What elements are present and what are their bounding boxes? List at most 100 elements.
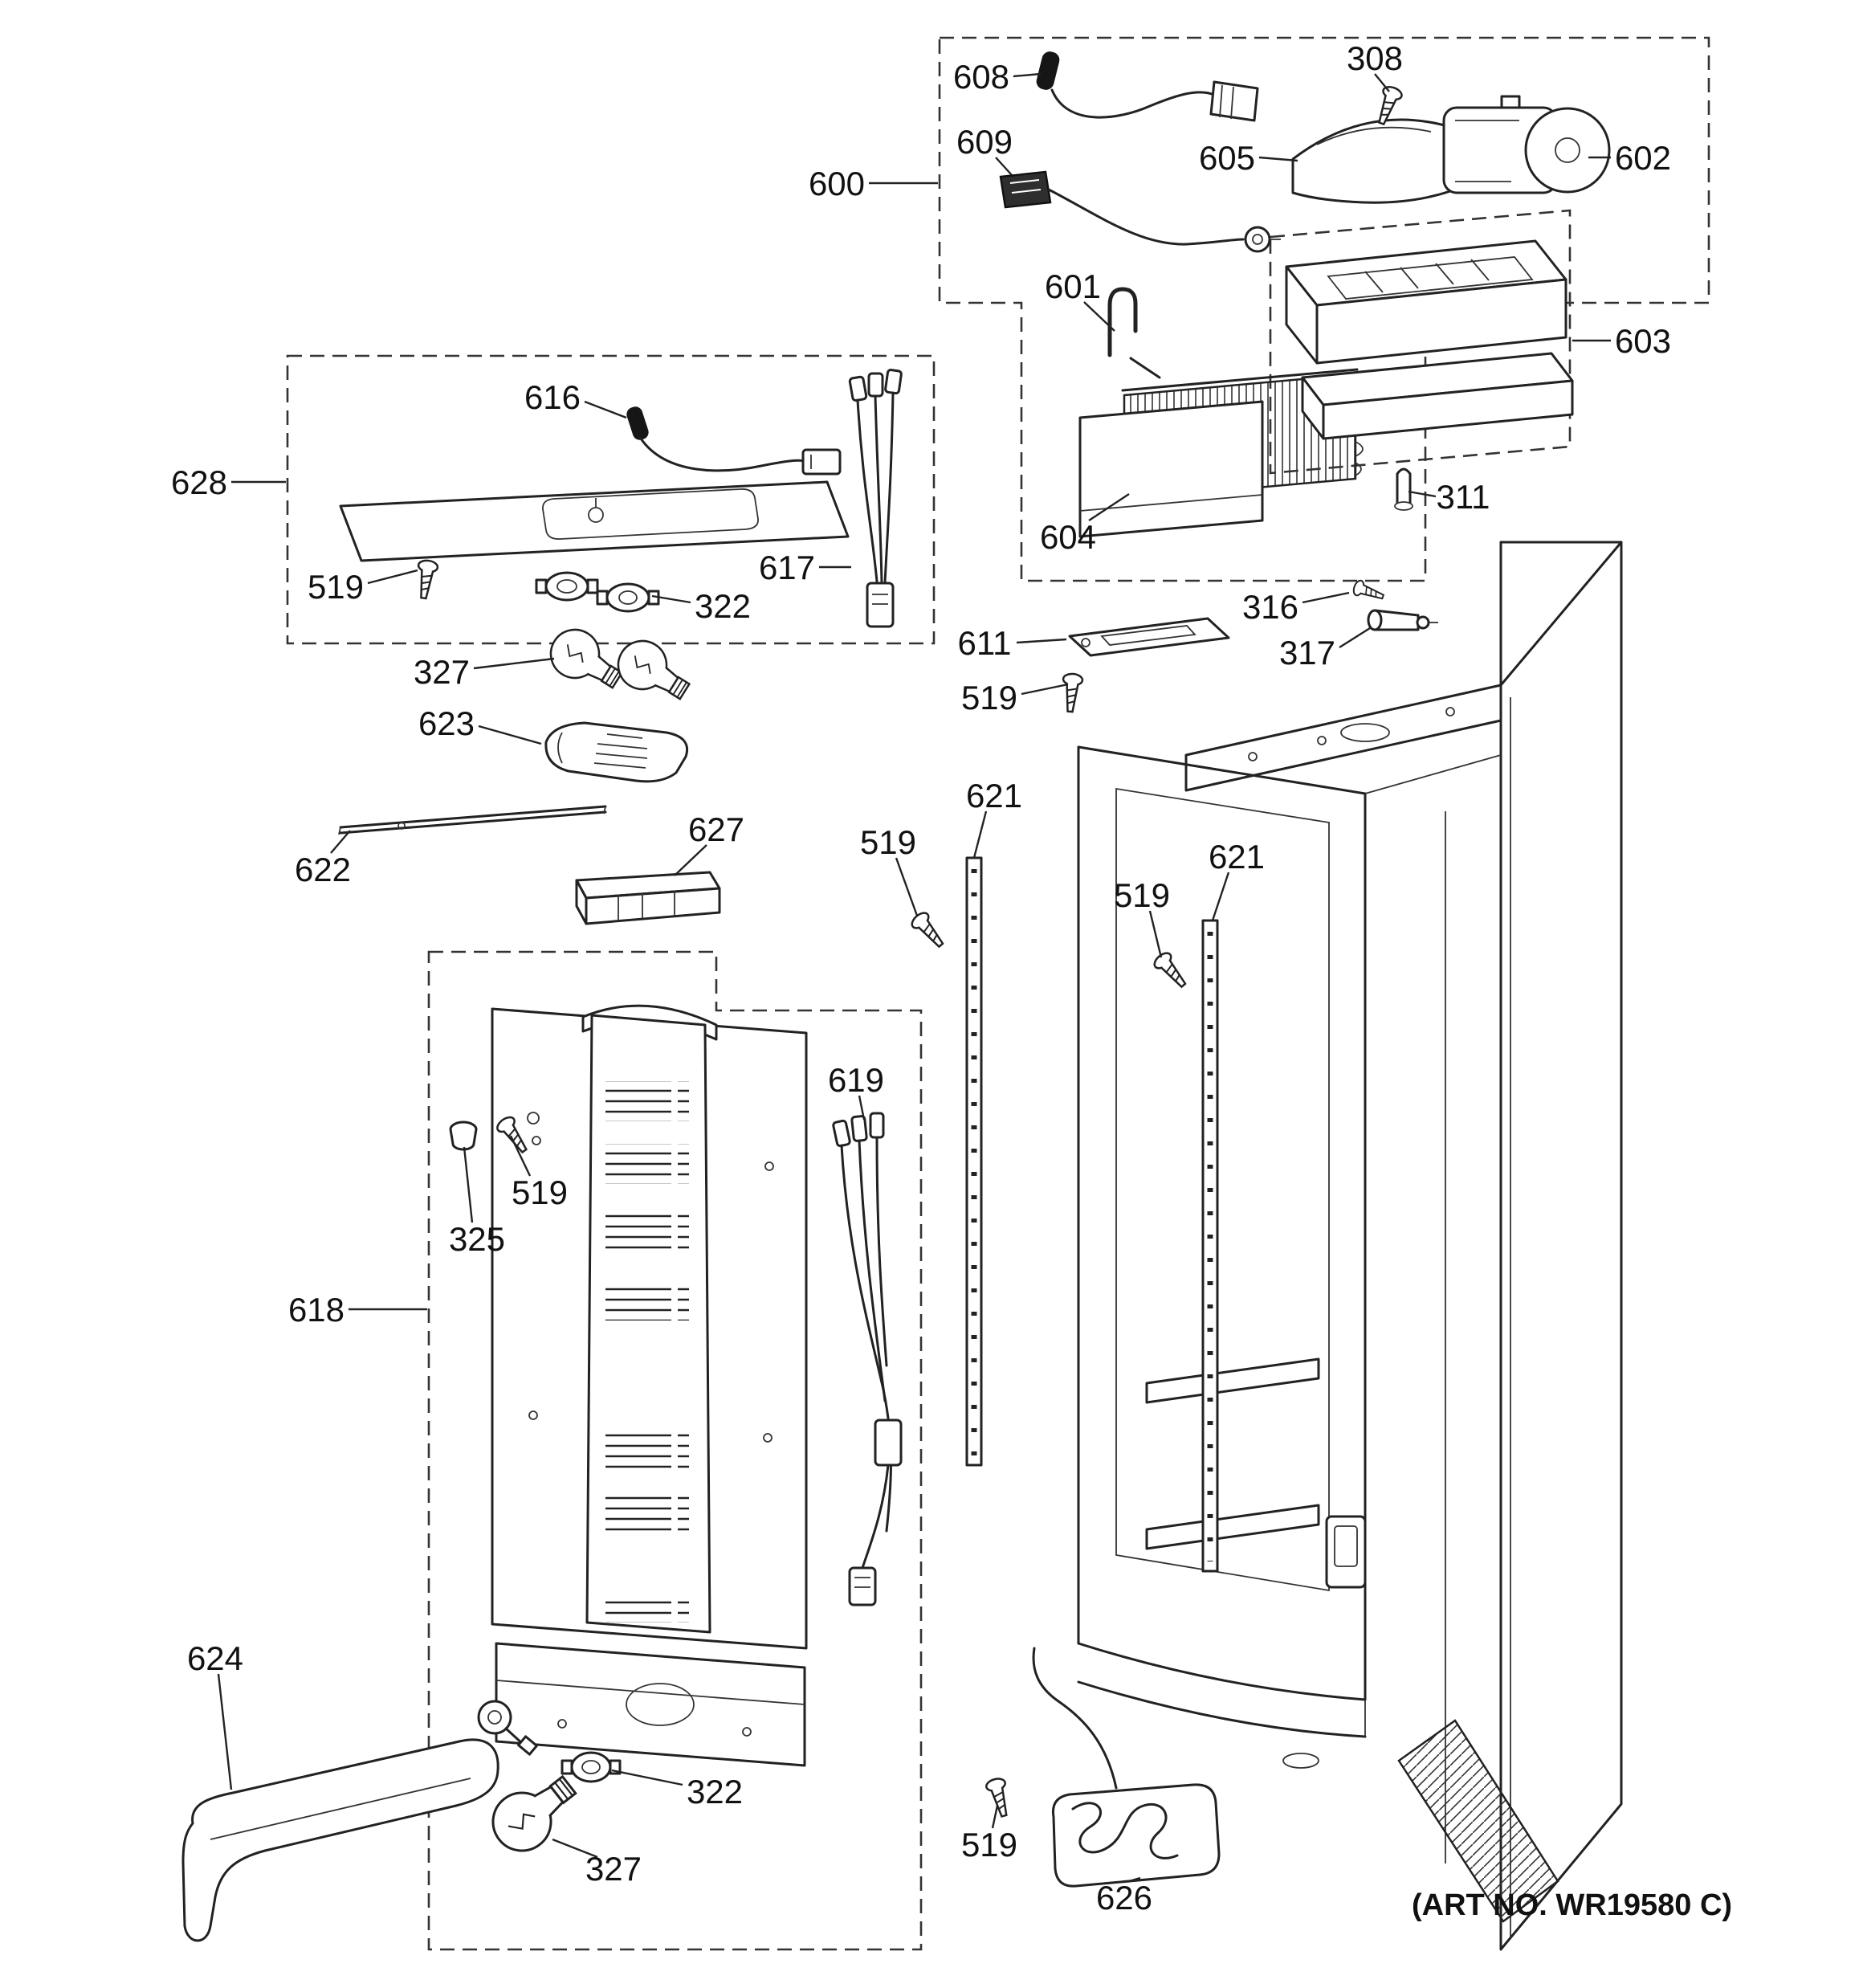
callout-519: 519: [1114, 876, 1170, 914]
leader-line-601: [1083, 301, 1115, 332]
leader-line-519: [895, 857, 919, 916]
callout-600: 600: [809, 165, 865, 202]
part-317-fitting: [1367, 609, 1438, 631]
callout-624: 624: [187, 1639, 243, 1677]
group-box-600: [938, 36, 1710, 582]
callout-623: 623: [418, 704, 475, 742]
part-603-ice-bin: [1285, 239, 1574, 440]
callout-611: 611: [958, 624, 1012, 662]
leader-line-325: [463, 1146, 474, 1223]
callout-311: 311: [1437, 478, 1490, 516]
leader-line-608: [1013, 72, 1042, 78]
part-311-clip: [1394, 467, 1413, 511]
part-322-lamp-sockets-upper: [535, 571, 660, 613]
leader-line-627: [674, 844, 707, 876]
callout-322: 322: [695, 587, 751, 625]
screw-519-f: [984, 1775, 1015, 1819]
shelf-rail-upper: [1145, 1357, 1320, 1404]
callout-622: 622: [295, 851, 351, 888]
leader-line-624: [217, 1673, 233, 1790]
callout-619: 619: [828, 1061, 884, 1099]
group-box-618: [427, 950, 923, 1951]
callout-322: 322: [687, 1773, 743, 1810]
leader-line-621: [972, 810, 988, 859]
leader-line-519: [509, 1135, 532, 1177]
screw-519-d: [1151, 949, 1192, 993]
leader-line-626: [1128, 1876, 1141, 1883]
callout-316: 316: [1242, 588, 1298, 626]
part-622-tube: [338, 805, 607, 835]
part-623-lamp-grille: [544, 721, 688, 783]
leader-line-311: [1408, 490, 1437, 498]
callout-604: 604: [1040, 518, 1096, 556]
leader-line-616: [584, 400, 627, 419]
leader-line-622: [330, 830, 351, 854]
part-628-light-shield: [339, 480, 850, 562]
leader-line-322: [651, 594, 691, 604]
callout-519: 519: [308, 568, 364, 606]
callout-519: 519: [860, 823, 916, 861]
callout-327: 327: [585, 1850, 642, 1888]
callout-626: 626: [1096, 1879, 1152, 1917]
part-602-icemaker-motor: [1442, 95, 1611, 194]
part-621-rail-left: [965, 856, 983, 1467]
leader-line-519: [367, 569, 418, 585]
callout-618: 618: [288, 1291, 344, 1329]
part-619-wire-harness: [832, 1112, 903, 1606]
washer: [527, 1112, 540, 1125]
callout-609: 609: [956, 123, 1013, 161]
callout-325: 325: [449, 1220, 505, 1258]
leader-line-308: [1374, 73, 1390, 92]
interior-module: [1325, 1515, 1367, 1589]
compressor-hatch: [1397, 1719, 1559, 1923]
group-box-628: [286, 354, 936, 645]
screw-519-c: [908, 908, 950, 953]
callout-605: 605: [1199, 139, 1255, 177]
part-325-cap: [449, 1121, 478, 1151]
screw-519-b: [1059, 672, 1084, 714]
part-601-fill-tube: [1107, 287, 1138, 357]
bulb-327-upper-a: [540, 619, 631, 702]
callout-519: 519: [512, 1174, 568, 1211]
leader-line-621: [1211, 872, 1230, 921]
part-626-drain-heater: [1032, 1647, 1221, 1888]
callout-519: 519: [961, 679, 1017, 716]
leader-line-322: [611, 1769, 683, 1786]
leader-line-327: [552, 1838, 598, 1859]
shelf-rail-lower: [1145, 1504, 1320, 1550]
callout-621: 621: [1209, 838, 1265, 876]
part-621-rail-right: [1201, 919, 1219, 1573]
callout-603: 603: [1615, 322, 1671, 360]
leader-line-317: [1339, 627, 1371, 649]
callout-601: 601: [1045, 267, 1101, 305]
cover-bottom-bracket: [495, 1642, 806, 1767]
leader-line-604: [1088, 492, 1130, 522]
leader-line-519: [991, 1805, 999, 1829]
screw-316: [1351, 578, 1387, 605]
part-609-power-cord: [999, 170, 1281, 253]
callout-621: 621: [966, 777, 1022, 814]
leader-line-609: [995, 157, 1013, 176]
callout-608: 608: [953, 58, 1009, 96]
leader-line-619: [858, 1095, 866, 1121]
callout-616: 616: [524, 378, 581, 416]
callout-327: 327: [414, 653, 470, 691]
screw-519-a: [413, 558, 440, 601]
part-322-lamp-socket-lower: [477, 1700, 622, 1783]
leader-line-611: [1016, 638, 1067, 644]
art-number: (ART NO. WR19580 C): [1412, 1888, 1732, 1922]
callout-617: 617: [759, 549, 815, 586]
part-605-cover: [1291, 118, 1452, 204]
part-617-wire-harness: [848, 369, 903, 628]
deck-oval-hole: [1340, 723, 1390, 742]
callout-628: 628: [171, 463, 227, 501]
callout-627: 627: [688, 810, 744, 848]
leader-line-519: [1148, 910, 1163, 958]
cabinet-top-deck: [1184, 684, 1502, 792]
cabinet-shell: [1077, 541, 1623, 1951]
part-616-sensor: [626, 406, 842, 476]
part-604-evaporator: [1078, 357, 1364, 538]
